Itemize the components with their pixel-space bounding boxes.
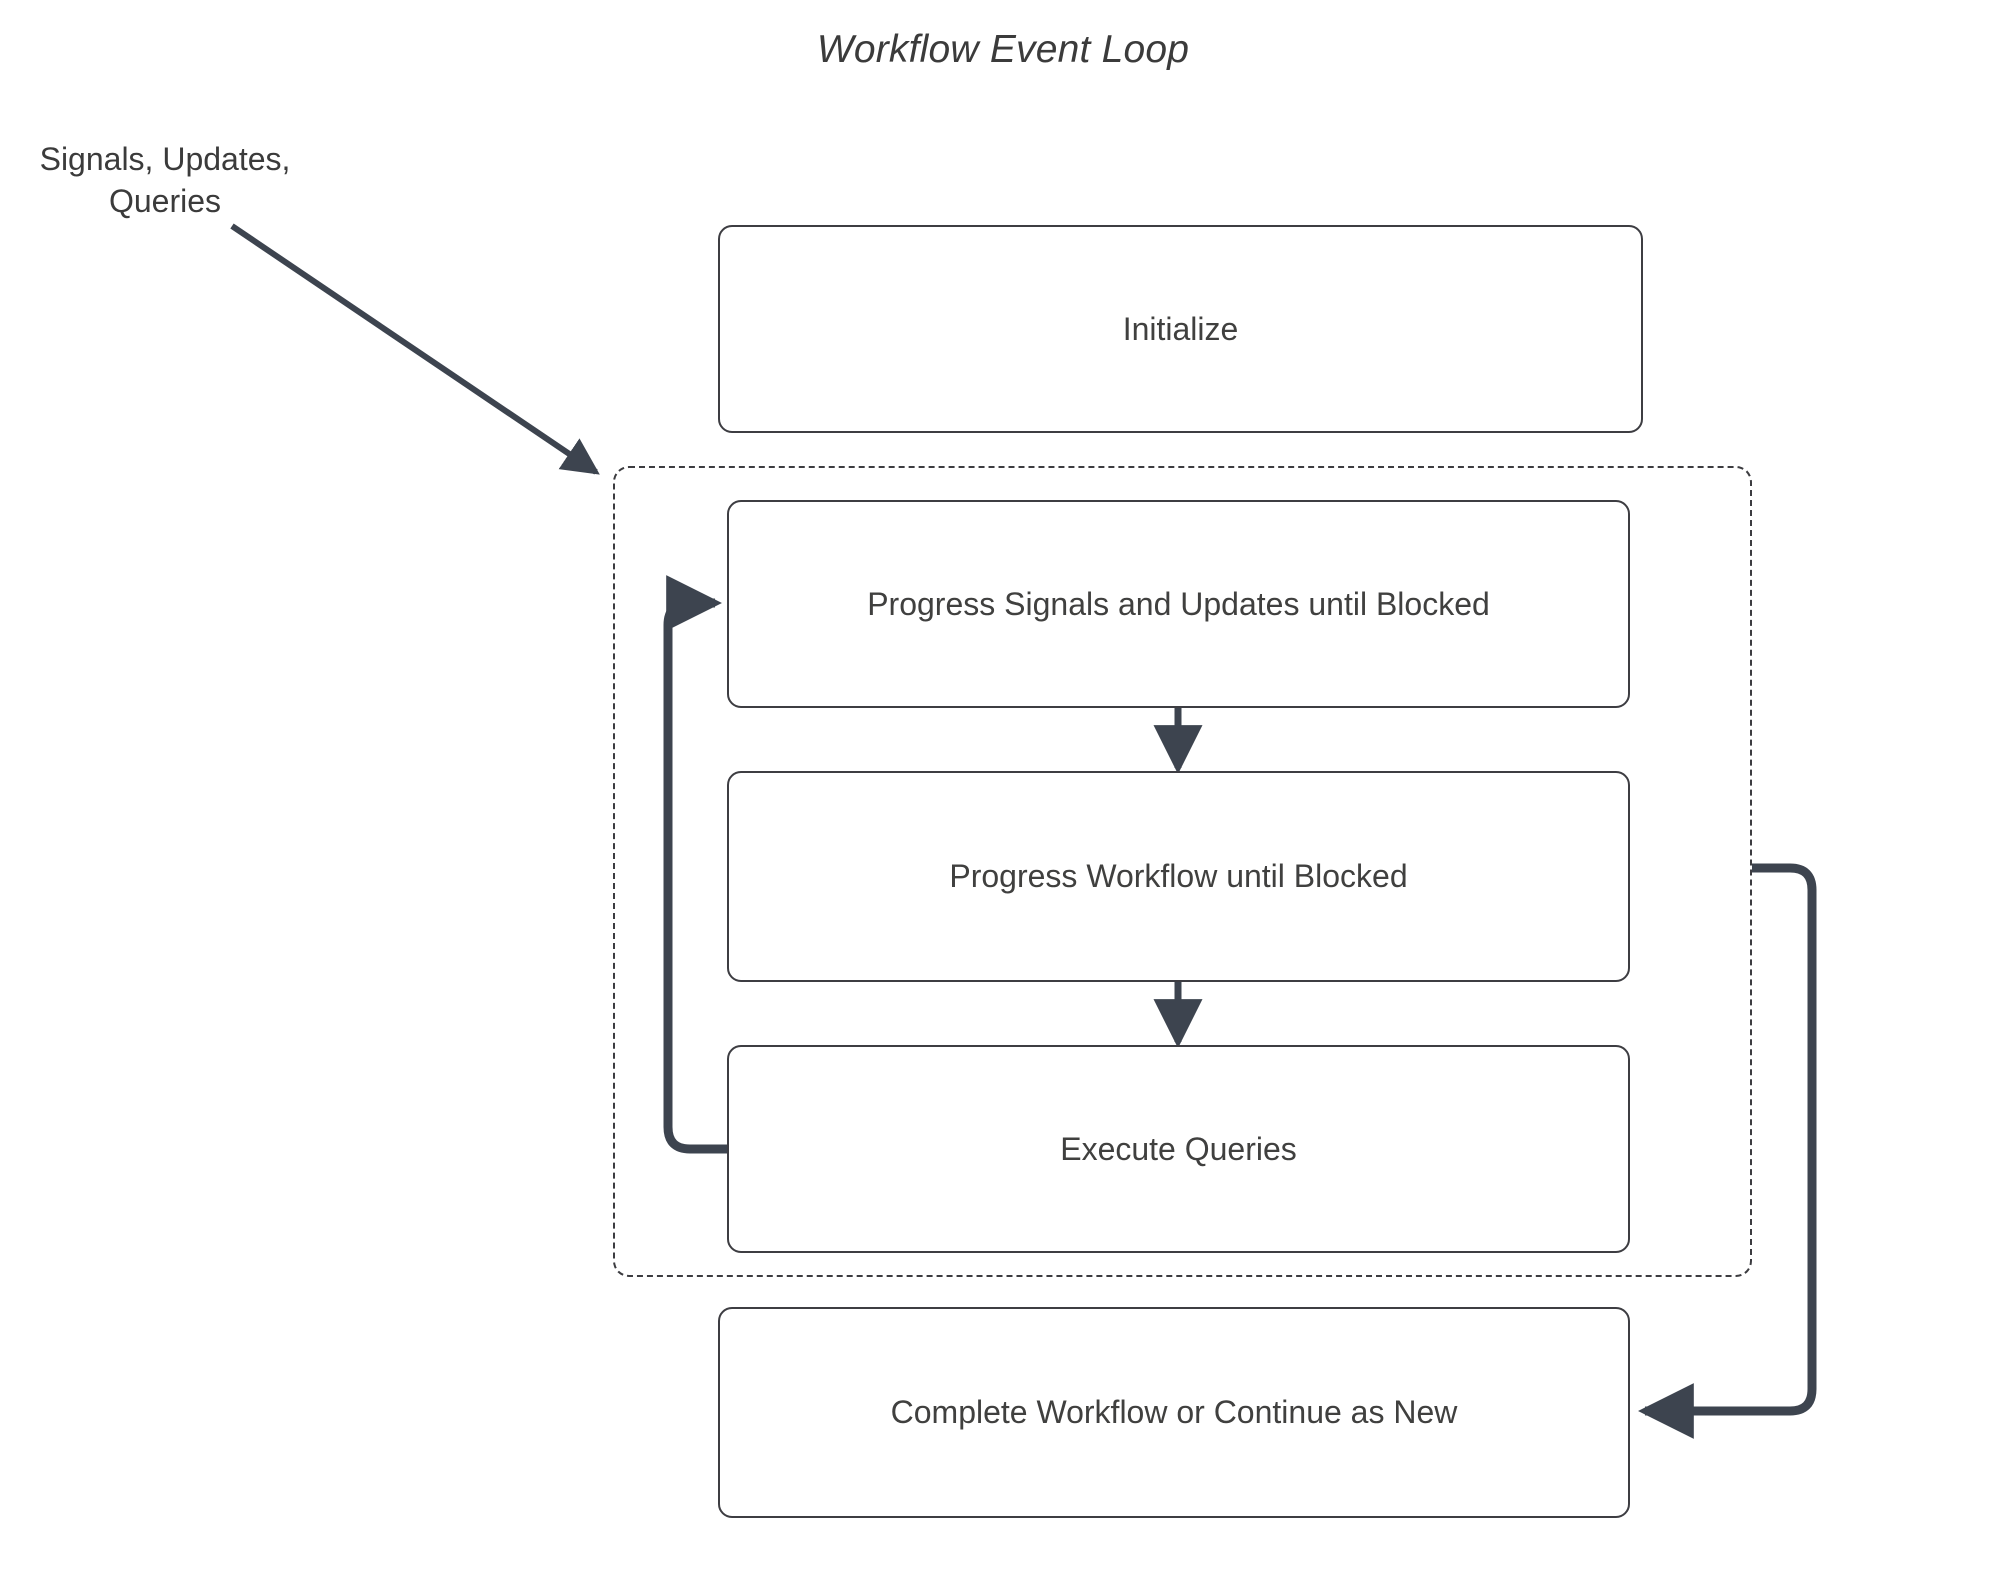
node-execute-queries-label: Execute Queries bbox=[1060, 1130, 1297, 1167]
edge-group-to-complete-workflow bbox=[1638, 863, 1817, 1439]
node-initialize[interactable]: Initialize bbox=[718, 225, 1643, 433]
edge-execute-queries-to-progress-signals bbox=[663, 575, 727, 1154]
node-progress-workflow-label: Progress Workflow until Blocked bbox=[949, 858, 1408, 894]
node-progress-signals-label: Progress Signals and Updates until Block… bbox=[867, 585, 1490, 622]
node-complete-workflow[interactable]: Complete Workflow or Continue as New bbox=[718, 1307, 1630, 1518]
event-loop-group bbox=[613, 466, 1752, 1277]
page-title: Workflow Event Loop bbox=[816, 28, 1190, 71]
edge-external-to-group bbox=[230, 223, 600, 475]
external-input-label-line2: Queries bbox=[108, 183, 222, 219]
node-progress-signals[interactable]: Progress Signals and Updates until Block… bbox=[727, 500, 1630, 708]
external-input-label-line1: Signals, Updates, bbox=[39, 141, 291, 177]
external-input-label: Signals, Updates, Queries bbox=[20, 138, 310, 222]
node-execute-queries[interactable]: Execute Queries bbox=[727, 1045, 1630, 1253]
node-initialize-label: Initialize bbox=[1122, 310, 1239, 347]
node-complete-workflow-label: Complete Workflow or Continue as New bbox=[890, 1394, 1458, 1430]
node-progress-workflow[interactable]: Progress Workflow until Blocked bbox=[727, 771, 1630, 982]
